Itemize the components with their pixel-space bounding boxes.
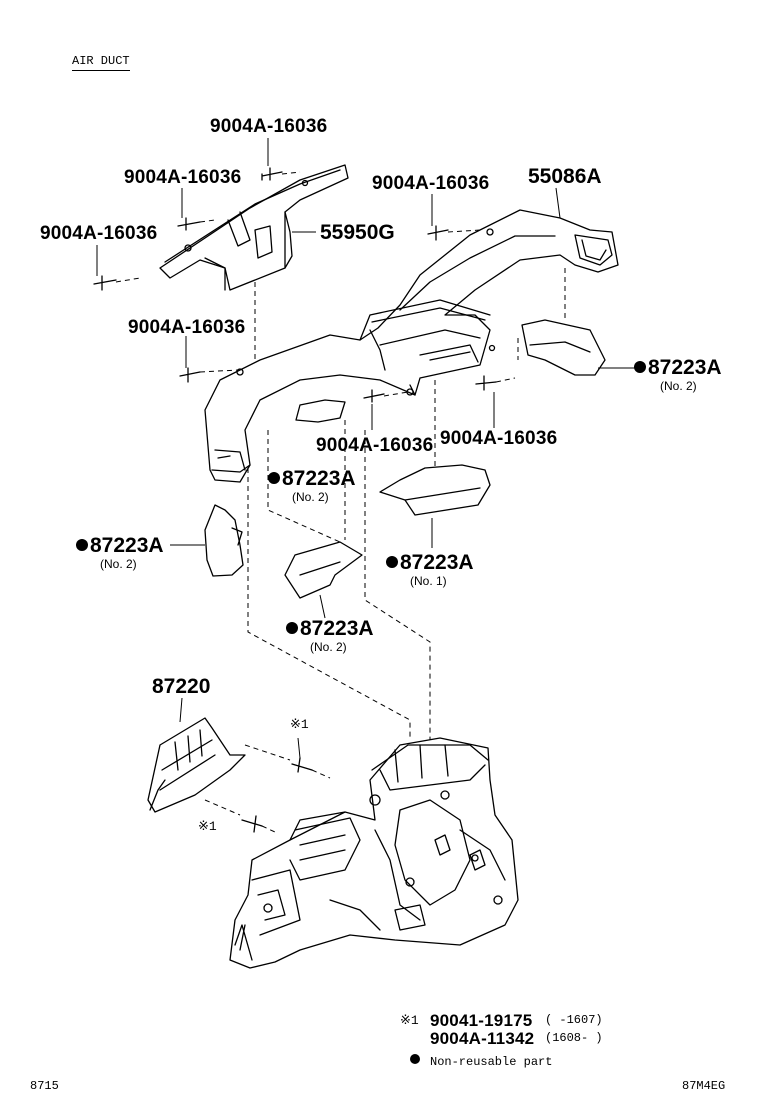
label-screw-right-low: 9004A-16036	[440, 428, 558, 449]
legend-part1: 90041-19175	[430, 1011, 533, 1030]
label-seal-no1-sub: (No. 1)	[410, 574, 447, 588]
label-seal-far-left-sub: (No. 2)	[100, 557, 137, 571]
seal-no1-shape	[379, 464, 491, 516]
label-seal-no1: 87223A	[386, 552, 474, 573]
nonreusable-dot-icon	[268, 472, 280, 484]
label-seal-right-sub: (No. 2)	[660, 379, 697, 393]
nonreusable-dot-icon	[410, 1054, 420, 1064]
label-duct-upper: 55950G	[320, 221, 395, 244]
heater-unit-87220	[147, 717, 246, 813]
label-screw-right: 9004A-16036	[372, 173, 490, 194]
seal-far-left-shape	[204, 504, 244, 577]
nonreusable-dot-icon	[386, 556, 398, 568]
label-seal-lower: 87223A	[286, 618, 374, 639]
label-heater-unit: 87220	[152, 675, 211, 698]
nonreusable-dot-icon	[76, 539, 88, 551]
legend-part1-range: ( -1607)	[545, 1013, 603, 1027]
heater-assembly	[229, 737, 519, 969]
label-screw-center-low: 9004A-16036	[316, 435, 434, 456]
seal-right-shape	[521, 319, 606, 376]
label-screw-mid-left: 9004A-16036	[124, 167, 242, 188]
main-duct-55086a	[204, 209, 619, 483]
label-seal-far-left: 87223A	[76, 535, 164, 556]
label-screw-lower-left: 9004A-16036	[128, 317, 246, 338]
footer-left-code: 8715	[30, 1079, 59, 1093]
label-screw-far-left: 9004A-16036	[40, 223, 158, 244]
nonreusable-dot-icon	[286, 622, 298, 634]
legend-nonreusable: Non-reusable part	[410, 1054, 552, 1068]
label-screw-top: 9004A-16036	[210, 116, 328, 137]
label-seal-right: 87223A	[634, 357, 722, 378]
label-ref-a: ※1	[290, 717, 309, 732]
page-title: AIR DUCT	[72, 55, 130, 71]
label-seal-lower-sub: (No. 2)	[310, 640, 347, 654]
label-duct-main: 55086A	[528, 165, 602, 188]
screws	[93, 167, 497, 833]
nonreusable-dot-icon	[634, 361, 646, 373]
legend-part2-range: (1608- )	[545, 1031, 603, 1045]
label-seal-center-left: 87223A	[268, 468, 356, 489]
upper-duct-55950g	[159, 164, 349, 291]
legend-part2: 9004A-11342	[430, 1029, 535, 1048]
seal-center-shape	[295, 399, 346, 423]
label-ref-b: ※1	[198, 819, 217, 834]
legend-ref-mark: ※1	[400, 1013, 419, 1028]
footer-right-code: 87M4EG	[682, 1079, 726, 1093]
seal-lower-shape	[284, 541, 363, 599]
label-seal-center-left-sub: (No. 2)	[292, 490, 329, 504]
